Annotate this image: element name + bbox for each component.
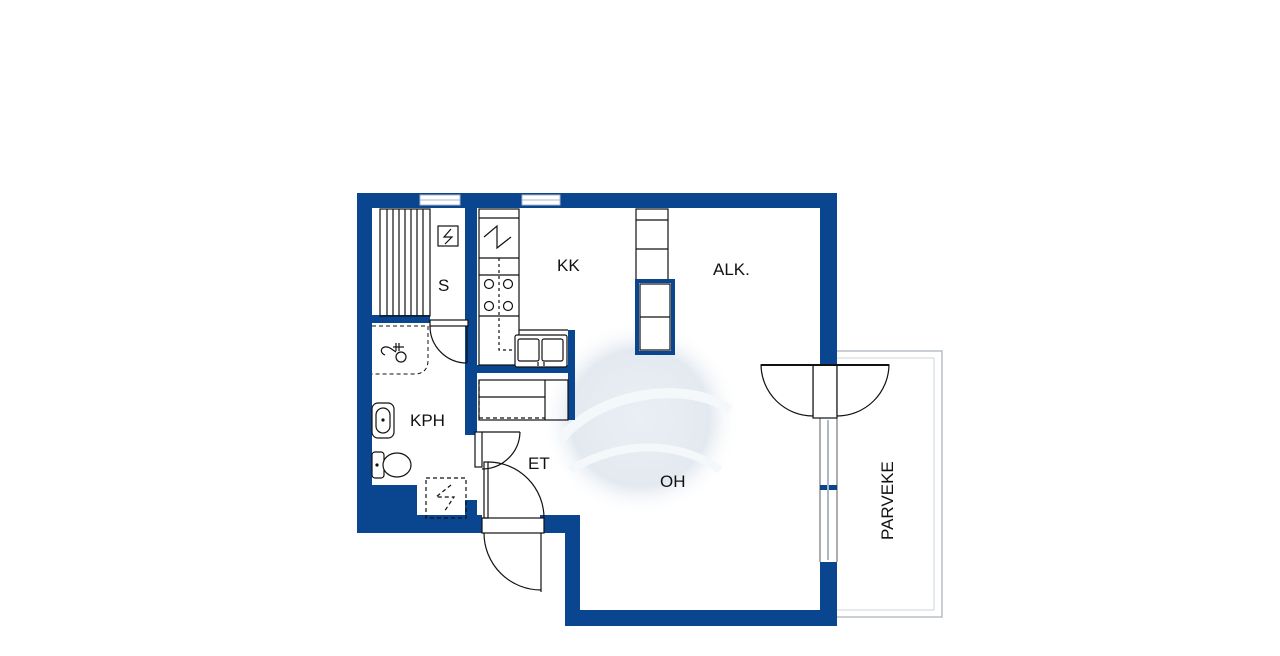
room-label-alcove: ALK.: [713, 260, 750, 279]
shower-area: [372, 325, 429, 375]
alcove-divider-cabinet: [635, 208, 675, 355]
entry-door: [481, 461, 545, 592]
kitchen-sink-icon: [514, 334, 568, 368]
stove-burner: [483, 278, 495, 290]
balcony-door: [760, 364, 890, 419]
washbasin-icon: [371, 402, 395, 439]
room-label-sauna: S: [438, 276, 449, 295]
stove-burner: [502, 278, 514, 290]
sauna-bench: [379, 208, 431, 317]
room-label-balcony: PARVEKE: [878, 461, 897, 540]
bathroom-door: [474, 431, 521, 470]
electric-panel-icon: [425, 477, 467, 519]
watermark-logo: [540, 320, 740, 516]
room-label-living-room: OH: [660, 472, 686, 491]
room-label-entry: ET: [528, 454, 550, 473]
sauna-heater-icon: [437, 225, 459, 247]
stove-burner: [502, 300, 514, 312]
windows: [419, 194, 838, 562]
sauna-door: [429, 319, 469, 364]
fridge-icon: [483, 224, 512, 250]
room-label-kitchen: KK: [557, 256, 580, 275]
room-label-bathroom: KPH: [410, 411, 445, 430]
walls: [357, 193, 837, 626]
shower-icon: [380, 343, 407, 363]
wardrobe: [478, 379, 569, 421]
toilet-icon: [371, 451, 412, 479]
stove-burner: [483, 300, 495, 312]
